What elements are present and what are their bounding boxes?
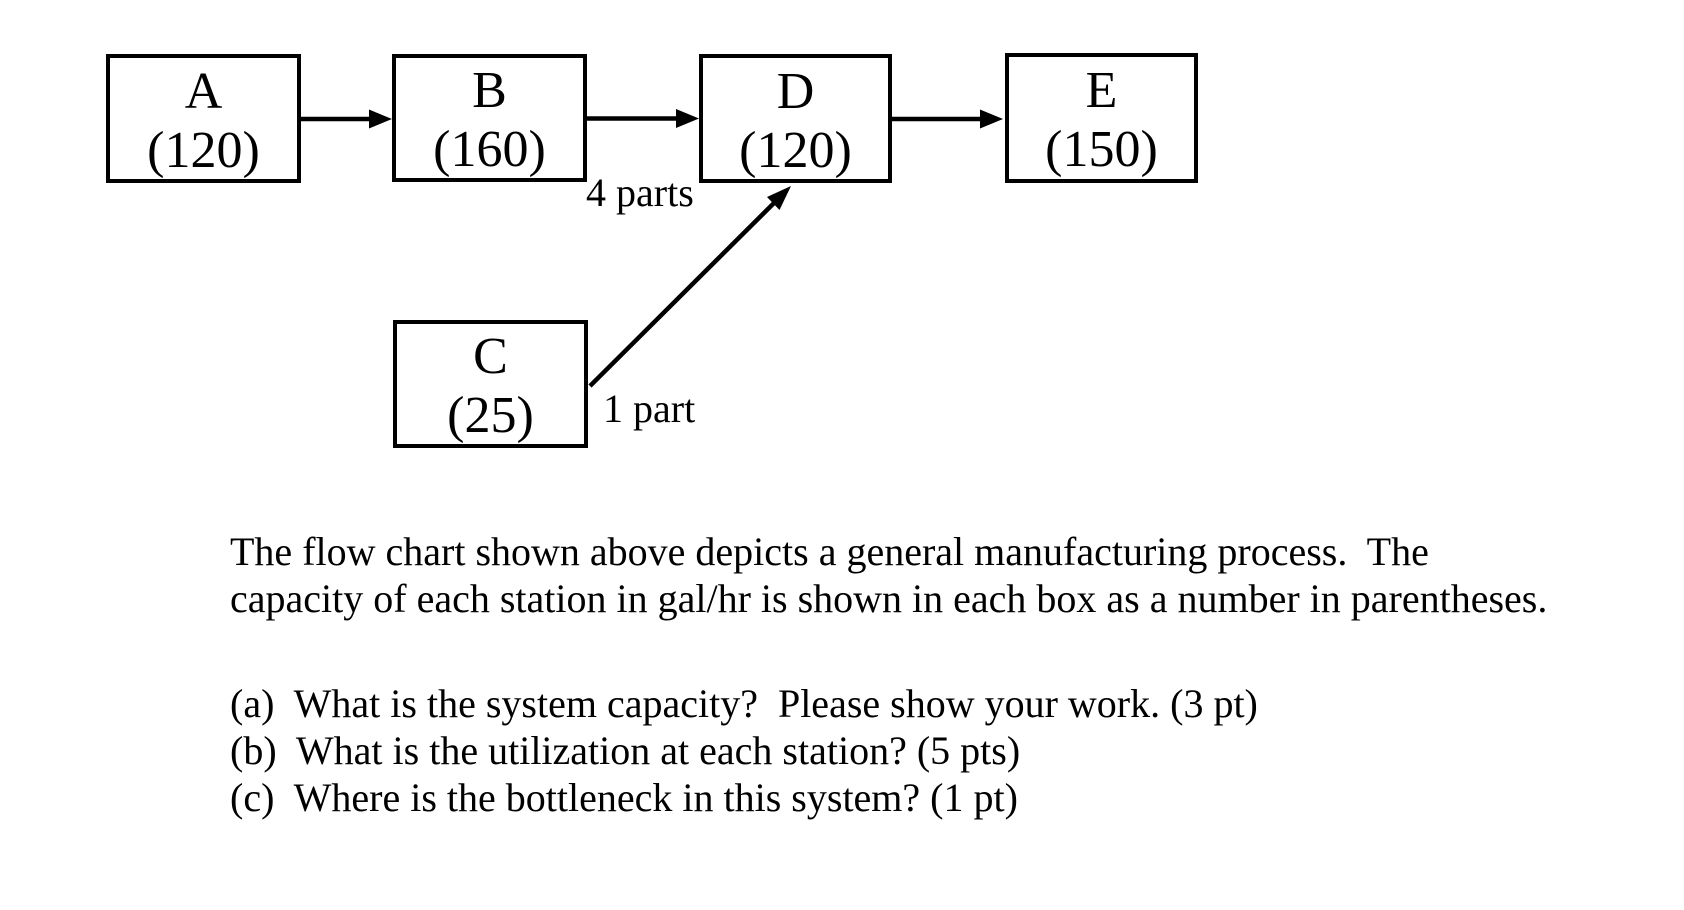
question-a: (a) What is the system capacity? Please … bbox=[230, 681, 1258, 726]
arrow-c-to-d bbox=[588, 186, 791, 388]
question-b: (b) What is the utilization at each stat… bbox=[230, 728, 1021, 773]
station-e-name: E bbox=[1085, 62, 1118, 119]
station-d-name: D bbox=[776, 62, 815, 120]
station-d-capacity: (120) bbox=[739, 121, 852, 179]
station-b-capacity: (160) bbox=[433, 121, 546, 178]
station-b-name: B bbox=[472, 62, 507, 119]
station-box-c: C (25) bbox=[393, 320, 588, 448]
station-box-a: A (120) bbox=[106, 54, 301, 183]
problem-statement-line-1: The flow chart shown above depicts a gen… bbox=[230, 529, 1429, 574]
station-box-e: E (150) bbox=[1005, 53, 1198, 183]
question-list: (a) What is the system capacity? Please … bbox=[230, 680, 1258, 821]
station-box-b: B (160) bbox=[392, 54, 587, 182]
question-c: (c) Where is the bottleneck in this syst… bbox=[230, 775, 1018, 820]
edge-label-1-part: 1 part bbox=[603, 386, 696, 431]
station-box-d: D (120) bbox=[699, 54, 892, 183]
problem-statement-line-2: capacity of each station in gal/hr is sh… bbox=[230, 576, 1548, 621]
station-c-capacity: (25) bbox=[447, 387, 534, 444]
station-c-name: C bbox=[473, 328, 508, 385]
problem-statement: The flow chart shown above depicts a gen… bbox=[230, 528, 1547, 622]
station-e-capacity: (150) bbox=[1045, 121, 1158, 178]
station-a-capacity: (120) bbox=[147, 121, 260, 179]
arrow-b-to-d bbox=[587, 109, 699, 128]
arrow-d-to-e bbox=[892, 109, 1003, 129]
station-a-name: A bbox=[184, 62, 223, 120]
arrow-a-to-b bbox=[301, 109, 392, 129]
edge-label-4-parts: 4 parts bbox=[586, 170, 694, 215]
